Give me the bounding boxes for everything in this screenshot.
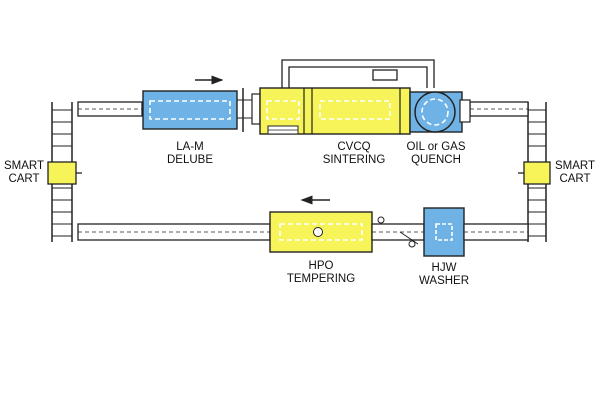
station-cvcq-sintering: [259, 87, 411, 135]
station-lam-delube: [142, 90, 238, 130]
svg-text:HJW: HJW: [432, 262, 457, 274]
label-cvcq: CVCQ SINTERING: [323, 141, 386, 166]
conveyor-top-right: [469, 101, 529, 117]
entry-door: [237, 88, 261, 132]
station-hjw-washer: [423, 207, 465, 257]
smart-cart-right: [523, 161, 551, 185]
smart-cart-left: [47, 161, 77, 185]
svg-text:SINTERING: SINTERING: [323, 154, 386, 166]
svg-text:DELUBE: DELUBE: [167, 154, 213, 166]
svg-text:QUENCH: QUENCH: [411, 154, 461, 166]
svg-text:LA-M: LA-M: [176, 141, 203, 153]
conveyor-bottom-right: [463, 223, 529, 241]
svg-text:TEMPERING: TEMPERING: [287, 273, 355, 285]
conveyor-bottom-middle: [371, 216, 425, 248]
label-hjw: HJW WASHER: [419, 262, 469, 287]
label-quench: OIL or GAS QUENCH: [406, 141, 465, 166]
station-oil-gas-quench: [409, 91, 471, 133]
label-lam: LA-M DELUBE: [167, 141, 213, 166]
label-smart-cart-left: SMART CART: [4, 160, 44, 185]
label-hpo: HPO TEMPERING: [287, 260, 355, 285]
gauge-icon: [313, 227, 323, 237]
svg-text:HPO: HPO: [309, 260, 334, 272]
label-smart-cart-right: SMART CART: [555, 160, 595, 185]
svg-text:CART: CART: [559, 173, 590, 185]
svg-text:OIL or GAS: OIL or GAS: [406, 141, 465, 153]
svg-text:WASHER: WASHER: [419, 275, 469, 287]
svg-text:SMART: SMART: [4, 160, 44, 172]
svg-text:CVCQ: CVCQ: [337, 141, 370, 153]
conveyor-top-left: [77, 101, 143, 117]
station-hpo-tempering: [269, 211, 373, 253]
conveyor-bottom-left: [77, 223, 271, 241]
overhead-piping: [281, 59, 435, 92]
svg-text:SMART: SMART: [555, 160, 595, 172]
svg-text:CART: CART: [8, 173, 39, 185]
